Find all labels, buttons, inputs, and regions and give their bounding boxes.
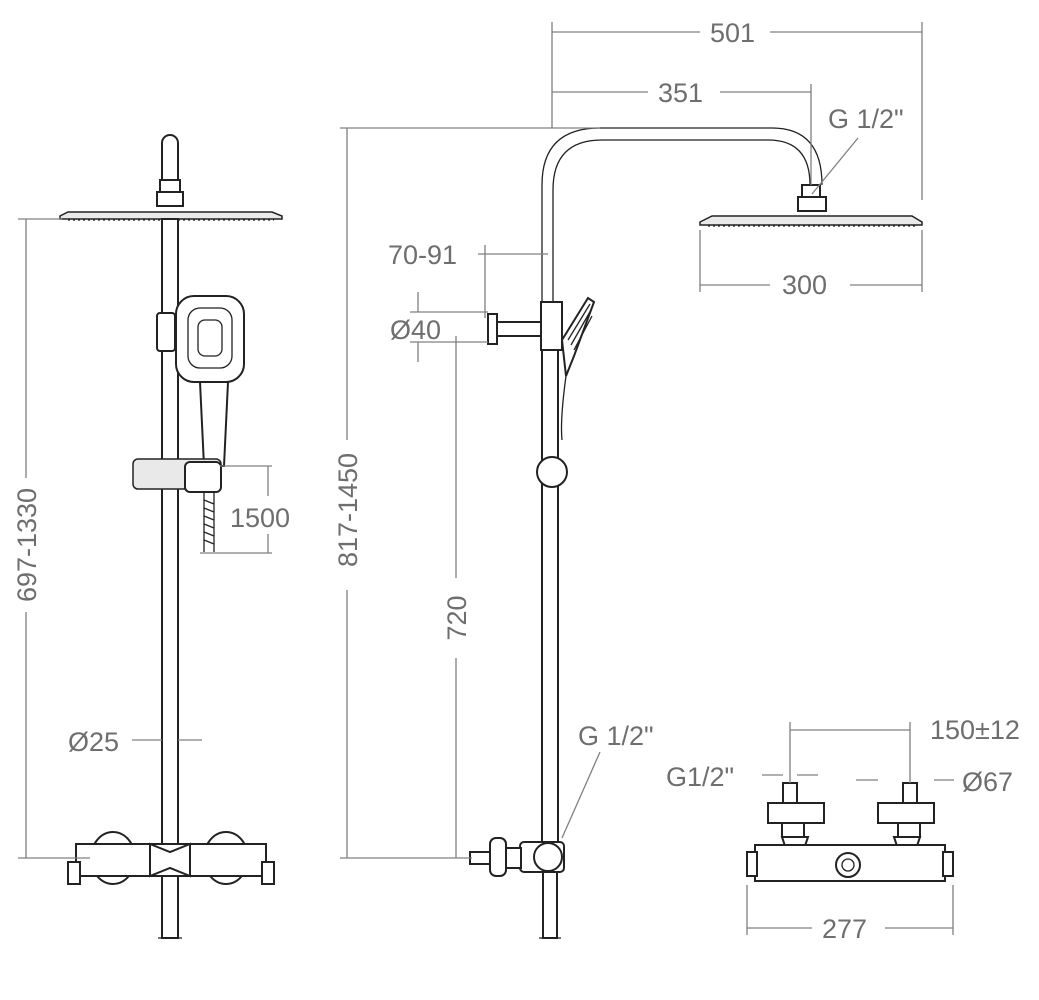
head-connection-label: G 1/2" bbox=[828, 104, 904, 134]
mixer-right-nut bbox=[897, 822, 921, 838]
holder-diameter-label: Ø40 bbox=[390, 315, 441, 345]
front-rain-head bbox=[59, 211, 283, 220]
arm-length-label: 351 bbox=[658, 78, 703, 108]
front-hose bbox=[203, 492, 215, 552]
mixer-width-label: 277 bbox=[822, 914, 867, 944]
front-slider-clamp bbox=[184, 461, 222, 493]
rail-diameter-label: Ø25 bbox=[68, 727, 119, 757]
escutcheon-diameter-label: Ø67 bbox=[962, 767, 1013, 797]
front-height-dimension: 697-1330 bbox=[12, 218, 90, 859]
front-hand-shower-head bbox=[175, 295, 245, 383]
side-mixer-knob bbox=[533, 842, 563, 872]
front-height-label: 697-1330 bbox=[12, 488, 42, 602]
mixer-right-inlet bbox=[902, 782, 918, 804]
side-mixer-wall-plate bbox=[489, 837, 507, 877]
side-mixer-inlet bbox=[469, 851, 491, 865]
mixer-width-dimension: 277 bbox=[746, 885, 954, 944]
mixer-top-outlet-inner bbox=[841, 858, 855, 872]
overall-width-label: 501 bbox=[710, 18, 755, 48]
inlet-spacing-dimension: 150±12 bbox=[789, 715, 1020, 783]
outlet-connection-label: G 1/2" bbox=[578, 721, 654, 751]
hose-length-dimension: 1500 bbox=[200, 465, 290, 554]
front-upper-holder bbox=[156, 312, 176, 352]
side-arm-outer bbox=[541, 127, 823, 302]
side-view bbox=[469, 127, 923, 939]
front-hand-shower-face-inner bbox=[197, 319, 223, 357]
front-hand-shower-face-outer bbox=[187, 307, 233, 369]
side-rail bbox=[541, 301, 559, 847]
front-mixer-center bbox=[149, 842, 191, 878]
front-hand-shower-handle bbox=[198, 381, 230, 467]
front-mixer-right-cap bbox=[261, 861, 275, 885]
escutcheon-diameter-dimension: Ø67 bbox=[856, 767, 1013, 797]
inlet-thread-dimension: G1/2" bbox=[666, 762, 818, 792]
mixer-top-view bbox=[746, 782, 954, 882]
mixer-left-escutcheon bbox=[767, 802, 825, 824]
head-diameter-label: 300 bbox=[782, 270, 827, 300]
mixer-left-inlet bbox=[782, 782, 798, 804]
front-view bbox=[59, 134, 283, 939]
arm-length-dimension: 351 bbox=[552, 78, 812, 185]
front-head-connector bbox=[156, 191, 184, 207]
front-mixer-outlet bbox=[161, 875, 179, 939]
side-hand-shower-nozzles bbox=[567, 303, 593, 351]
mixer-top-outlet bbox=[835, 852, 861, 878]
head-diameter-dimension: 300 bbox=[699, 230, 923, 300]
overall-width-dimension: 501 bbox=[551, 18, 923, 200]
side-hand-shower bbox=[560, 296, 596, 377]
inlet-spacing-label: 150±12 bbox=[930, 715, 1020, 745]
side-mixer-outlet bbox=[542, 871, 558, 939]
hose-length-label: 1500 bbox=[230, 503, 290, 533]
side-mixer-coupling bbox=[504, 847, 522, 869]
rail-height-label: 817-1450 bbox=[333, 453, 363, 567]
rail-diameter-dimension: Ø25 bbox=[68, 727, 202, 757]
mixer-left-nut bbox=[781, 822, 805, 838]
holder-height-label: 720 bbox=[442, 595, 472, 640]
outlet-connection-callout: G 1/2" bbox=[561, 721, 654, 839]
rail-height-dimension: 817-1450 bbox=[333, 127, 600, 859]
holder-diameter-dimension: Ø40 bbox=[390, 292, 488, 362]
side-head-connector bbox=[797, 196, 827, 212]
front-hose-wrap bbox=[203, 499, 215, 545]
holder-offset-dimension: 70-91 bbox=[388, 240, 548, 318]
head-connection-callout: G 1/2" bbox=[811, 104, 904, 195]
mixer-top-left-cap bbox=[746, 851, 758, 877]
side-holder-plate bbox=[487, 313, 498, 345]
inlet-thread-label: G1/2" bbox=[666, 762, 734, 792]
front-mixer-left-cap bbox=[67, 861, 81, 885]
side-holder-arm bbox=[495, 321, 542, 337]
side-rain-head bbox=[699, 215, 923, 226]
side-slider bbox=[536, 456, 568, 488]
side-holder-clamp bbox=[540, 301, 563, 351]
front-arm-nut bbox=[159, 179, 181, 193]
side-hand-shower-hose bbox=[560, 375, 567, 441]
holder-height-dimension: 720 bbox=[442, 336, 472, 858]
front-arm-top bbox=[161, 134, 179, 180]
side-arm-inner bbox=[552, 139, 811, 302]
mixer-right-escutcheon bbox=[877, 802, 935, 824]
mixer-top-right-cap bbox=[942, 851, 954, 877]
holder-offset-label: 70-91 bbox=[388, 240, 457, 270]
